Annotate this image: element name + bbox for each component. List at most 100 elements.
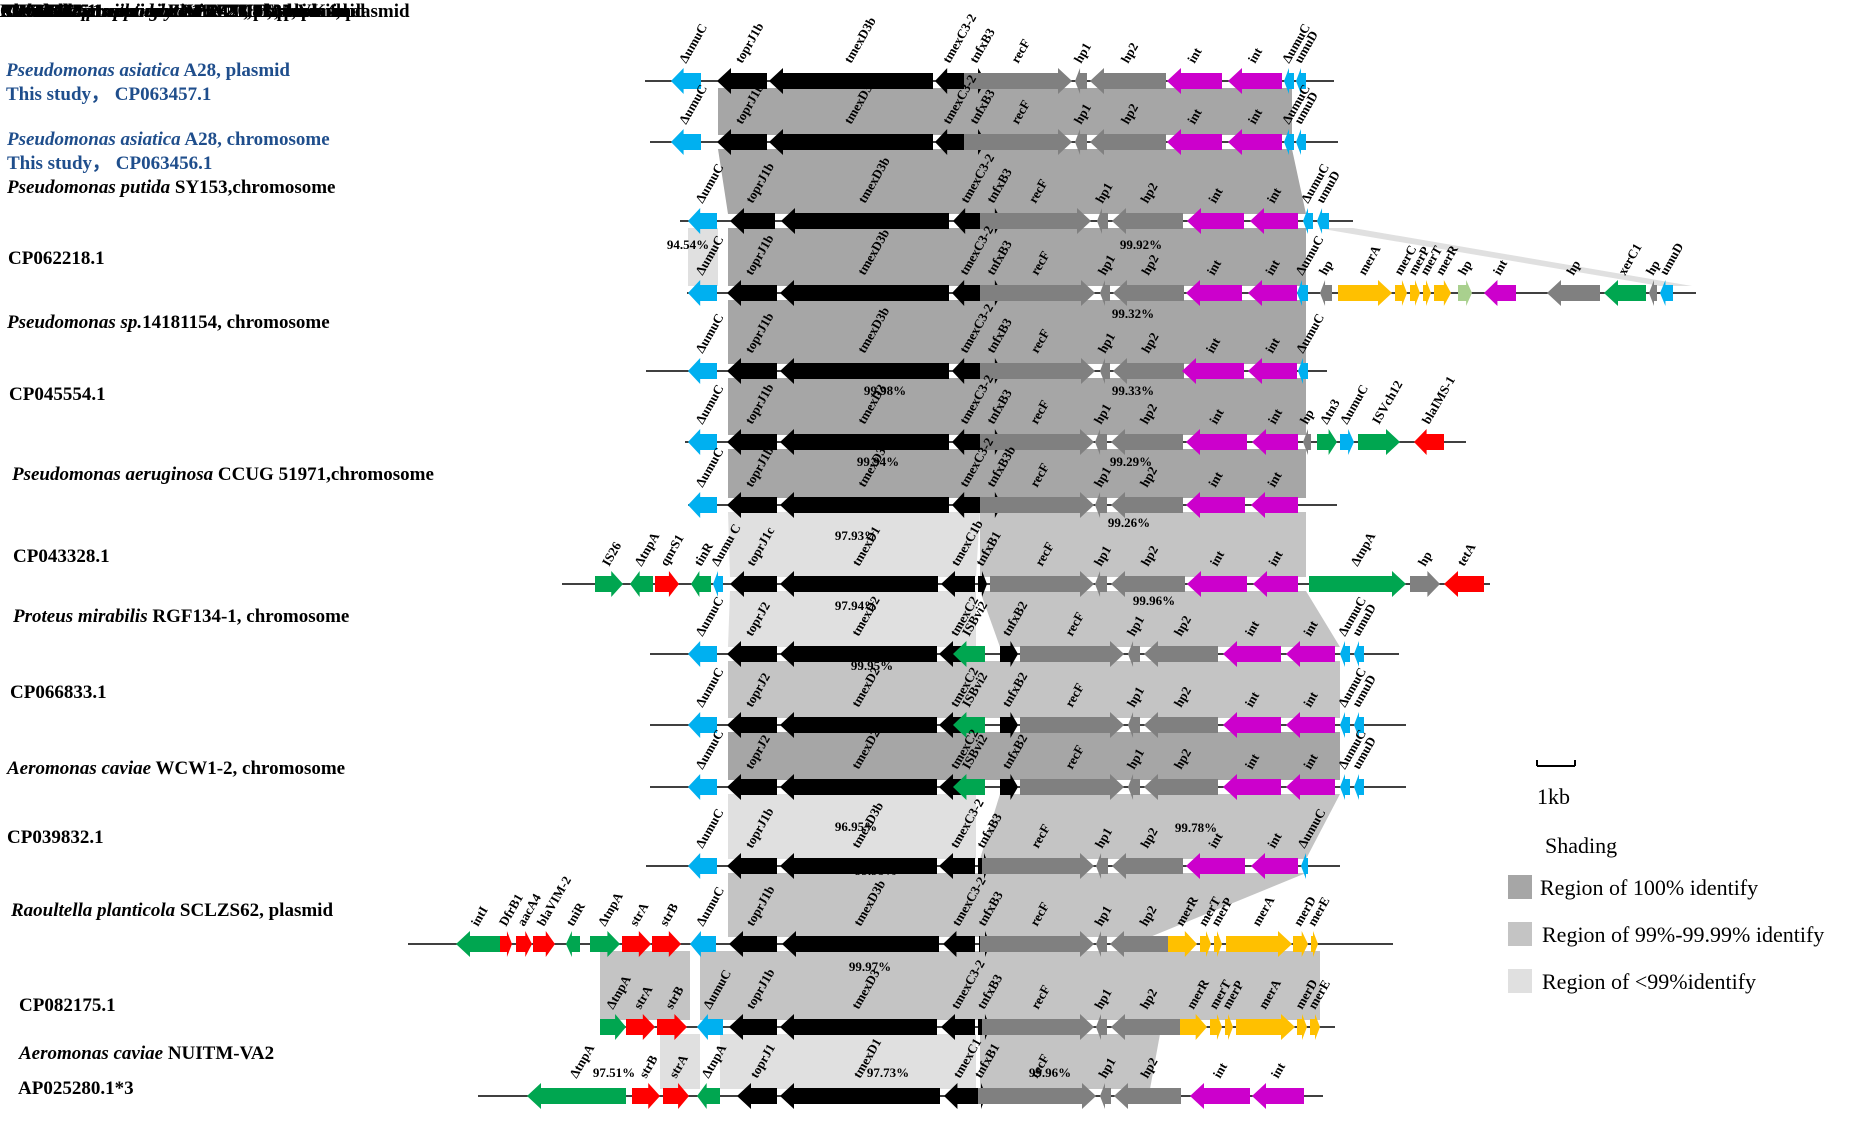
gene-arrow xyxy=(655,571,679,597)
track-label-accession: CP061724.1 xyxy=(0,1,97,22)
legend-swatch-99 xyxy=(1508,922,1532,946)
gene-label: int xyxy=(1300,750,1321,771)
gene-label: Δtn3 xyxy=(1317,396,1343,427)
gene-arrow xyxy=(690,931,716,957)
identity-percent: 96.95% xyxy=(835,819,877,834)
identity-band-3 xyxy=(1317,228,1692,286)
gene-arrow xyxy=(782,931,939,957)
gene-arrow xyxy=(1144,712,1218,738)
identity-percent: 94.54% xyxy=(667,237,709,252)
gene-arrow xyxy=(943,931,975,957)
gene-arrow xyxy=(516,931,532,957)
gene-arrow xyxy=(780,853,937,879)
gene-arrow xyxy=(1354,712,1364,738)
track-label-name: Pseudomonas putida ZXPA-20, plasmid xyxy=(0,0,317,24)
gene-arrow xyxy=(632,1083,660,1109)
identity-band-6 xyxy=(728,378,1306,435)
gene-arrow xyxy=(1182,358,1244,384)
gene-arrow xyxy=(1096,853,1108,879)
gene-arrow xyxy=(697,1014,723,1040)
gene-arrow xyxy=(1144,774,1218,800)
gene-arrow xyxy=(1423,280,1431,306)
gene-arrow xyxy=(980,208,1091,234)
gene-arrow xyxy=(1114,1083,1181,1109)
gene-arrow xyxy=(1111,429,1183,455)
identity-shading-layer xyxy=(600,88,1692,1089)
track-label-accession: CP082175.1 xyxy=(19,995,116,1016)
track-label-accession: CP022275.1 xyxy=(0,1,97,22)
gene-arrow xyxy=(688,280,717,306)
legend-label-low: Region of <99%identify xyxy=(1542,969,1756,994)
gene-label: int xyxy=(1203,334,1224,355)
gene-arrow xyxy=(980,280,1095,306)
gene-arrow xyxy=(780,429,949,455)
gene-label: int xyxy=(1264,829,1285,850)
gene-arrow xyxy=(1410,571,1440,597)
gene-arrow xyxy=(1660,280,1673,306)
identity-band-15 xyxy=(980,794,1340,859)
gene-arrow xyxy=(964,68,1072,94)
identity-band-5 xyxy=(728,300,1306,364)
gene-arrow xyxy=(1000,641,1018,667)
gene-label: int xyxy=(1268,1059,1289,1080)
gene-arrow xyxy=(1410,280,1420,306)
gene-arrow xyxy=(527,1083,626,1109)
gene-arrow xyxy=(1286,774,1335,800)
species-name: Pseudomonas putida xyxy=(0,1,164,22)
track-label-name: Pseudomonas aeruginosa CCUG 51971,chromo… xyxy=(12,463,434,487)
gene-label: ΔumuC xyxy=(692,806,726,851)
gene-arrow xyxy=(622,931,651,957)
gene-label: int xyxy=(1300,617,1321,638)
gene-arrow xyxy=(1358,429,1400,455)
gene-label: int xyxy=(1264,468,1285,489)
species-name: Aeromonas caviae xyxy=(19,1043,164,1064)
gene-arrow xyxy=(1096,931,1107,957)
gene-arrow xyxy=(727,429,777,455)
gene-label: tniR xyxy=(563,899,589,928)
strain-info: ZXPA-20, plasmid xyxy=(163,1,318,22)
gene-arrow xyxy=(1248,358,1297,384)
track-label-accession: CP043328.1 xyxy=(13,546,110,567)
gene-arrow xyxy=(952,492,981,518)
gene-arrow xyxy=(1210,1014,1222,1040)
strain-info: SCLZS62, plasmid xyxy=(175,900,334,921)
gene-arrow xyxy=(1095,571,1107,597)
gene-label: int xyxy=(1205,184,1226,205)
gene-arrow xyxy=(781,208,949,234)
identity-percent: 99.29% xyxy=(1110,454,1152,469)
gene-arrow xyxy=(1251,492,1298,518)
gene-label: hp1 xyxy=(1071,40,1094,66)
gene-arrow xyxy=(600,1014,626,1040)
gene-arrow xyxy=(780,641,937,667)
gene-label: hp xyxy=(1297,406,1317,426)
gene-arrow xyxy=(727,280,777,306)
gene-arrow xyxy=(1111,492,1183,518)
identity-percent: 97.73% xyxy=(867,1065,909,1080)
gene-label: int xyxy=(1205,468,1226,489)
gene-arrow xyxy=(953,774,985,800)
identity-band-9 xyxy=(980,512,1306,577)
gene-arrow xyxy=(1604,280,1646,306)
gene-arrow xyxy=(1190,1083,1250,1109)
gene-label: toprJ1b xyxy=(732,20,767,66)
track-label-name: Pseudomonas aeruginosa SE5388, plasmid xyxy=(0,0,341,24)
gene-arrow xyxy=(500,931,512,957)
gene-arrow xyxy=(1020,641,1124,667)
gene-arrow xyxy=(691,571,711,597)
gene-arrow xyxy=(663,1083,689,1109)
gene-arrow xyxy=(952,429,981,455)
track-label-name: Pseudomonas putida SY153,chromosome xyxy=(7,176,335,200)
gene-arrow xyxy=(1223,712,1281,738)
identity-percent: 97.93% xyxy=(835,528,877,543)
gene-arrow xyxy=(1200,931,1211,957)
gene-label: umuD xyxy=(1656,240,1686,278)
gene-arrow xyxy=(688,641,717,667)
track-label-accession: AP025165.1 xyxy=(0,1,97,22)
gene-arrow xyxy=(1111,1014,1183,1040)
gene-arrow xyxy=(1354,774,1364,800)
gene-arrow xyxy=(1309,571,1406,597)
species-name: Pseudomonas aeruginosa xyxy=(0,1,202,22)
gene-arrow xyxy=(671,68,701,94)
gene-arrow xyxy=(990,571,1094,597)
